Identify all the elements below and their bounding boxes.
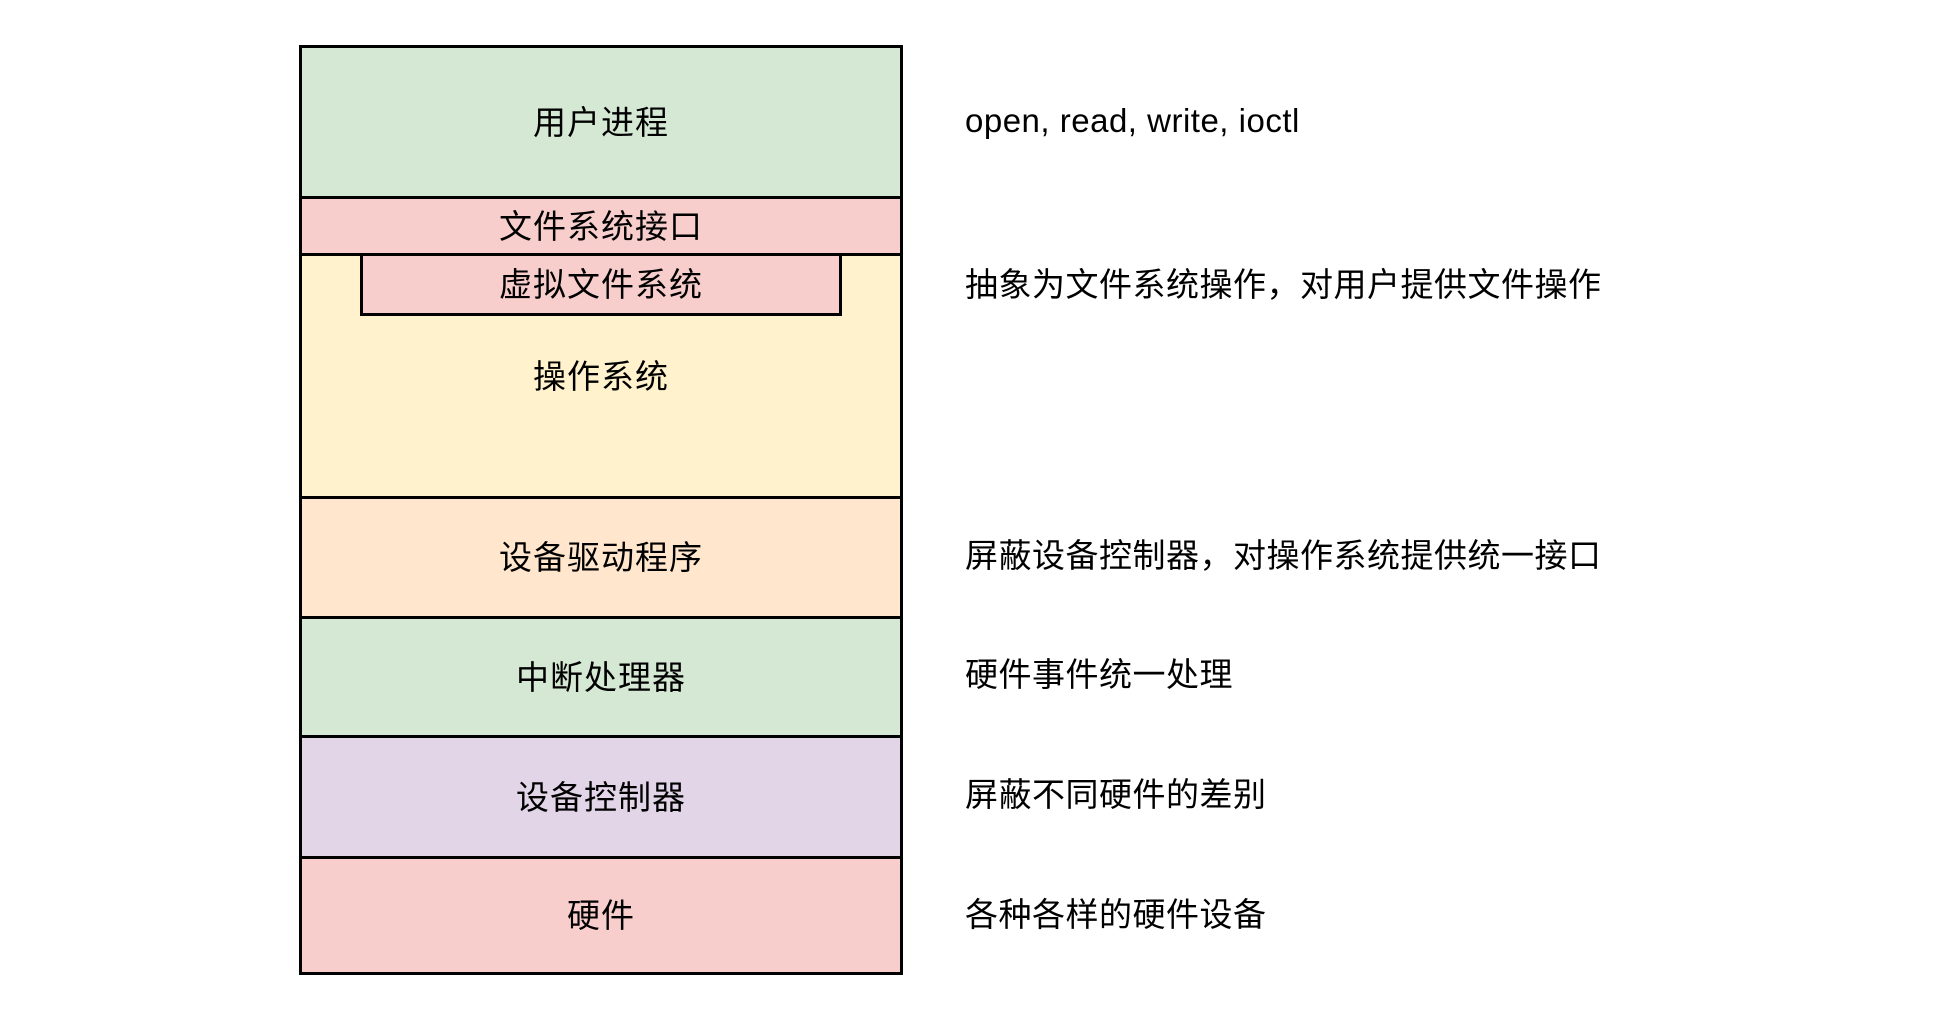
layer-label-user-process: 用户进程 (533, 103, 669, 141)
layer-label-hardware: 硬件 (567, 897, 635, 934)
annotation-vfs: 抽象为文件系统操作，对用户提供文件操作 (965, 266, 1602, 303)
layer-os: 虚拟文件系统 操作系统 (302, 253, 900, 496)
layer-device-driver: 设备驱动程序 (302, 496, 900, 616)
annotation-hardware: 各种各样的硬件设备 (965, 896, 1267, 933)
layer-fs-interface: 文件系统接口 (302, 196, 900, 253)
layer-device-controller: 设备控制器 (302, 735, 900, 856)
layer-stack: 用户进程 文件系统接口 虚拟文件系统 操作系统 设备驱动程序 中断处理器 设备控… (299, 45, 903, 975)
layer-hardware: 硬件 (302, 856, 900, 972)
layer-interrupt-handler: 中断处理器 (302, 616, 900, 735)
layer-label-device-driver: 设备驱动程序 (499, 539, 703, 576)
box-vfs: 虚拟文件系统 (360, 253, 842, 316)
annotation-device-driver: 屏蔽设备控制器，对操作系统提供统一接口 (965, 537, 1602, 574)
annotation-interrupt-handler: 硬件事件统一处理 (965, 656, 1233, 693)
annotation-device-controller: 屏蔽不同硬件的差别 (965, 776, 1267, 813)
layer-label-fs-interface: 文件系统接口 (499, 207, 703, 245)
layer-user-process: 用户进程 (302, 48, 900, 196)
layer-label-interrupt-handler: 中断处理器 (516, 658, 686, 696)
layer-label-device-controller: 设备控制器 (516, 778, 686, 816)
annotation-syscalls: open, read, write, ioctl (965, 102, 1300, 139)
layer-label-vfs: 虚拟文件系统 (499, 266, 703, 303)
layer-label-os: 操作系统 (533, 357, 669, 395)
